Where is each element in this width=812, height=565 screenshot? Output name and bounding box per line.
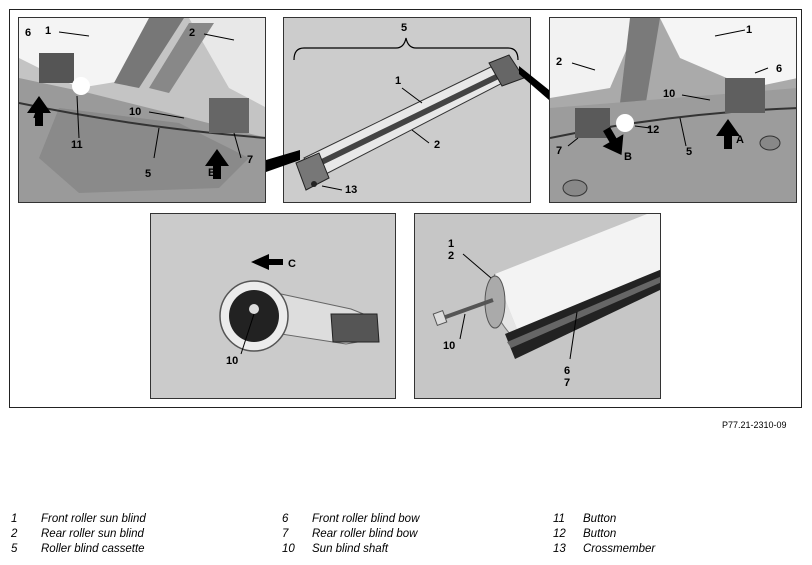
label-a: A <box>33 109 41 121</box>
label-10: 10 <box>443 340 456 352</box>
label-b: B <box>624 151 632 163</box>
label-10: 10 <box>129 106 142 118</box>
label-7: 7 <box>247 154 254 166</box>
top-middle-illustration <box>284 18 530 202</box>
label-5: 5 <box>145 168 152 180</box>
label-2: 2 <box>556 56 563 68</box>
top-right-illustration <box>550 18 796 202</box>
label-7: 7 <box>564 377 571 389</box>
label-a: A <box>736 134 744 146</box>
label-1: 1 <box>746 24 753 36</box>
label-1: 1 <box>448 238 455 250</box>
panel-top-right: 1 2 6 10 12 A 7 B 5 <box>549 17 797 203</box>
panel-bottom-left: C 10 <box>150 213 396 399</box>
panel-top-left: 6 1 2 A 10 11 5 B 7 <box>18 17 266 203</box>
label-10: 10 <box>663 88 676 100</box>
label-11: 11 <box>71 139 83 151</box>
bottom-left-illustration <box>151 214 395 398</box>
label-2: 2 <box>189 27 196 39</box>
label-5: 5 <box>401 22 408 34</box>
label-2: 2 <box>448 250 455 262</box>
label-10: 10 <box>226 355 239 367</box>
label-c: C <box>288 258 296 270</box>
label-13: 13 <box>345 184 358 196</box>
figure-code: P77.21-2310-09 <box>722 420 787 430</box>
label-5: 5 <box>686 146 693 158</box>
panel-top-middle: 5 1 2 13 <box>283 17 531 203</box>
panel-bottom-right: 1 2 10 6 7 <box>414 213 661 399</box>
label-12: 12 <box>647 124 660 136</box>
top-left-illustration <box>19 18 265 202</box>
label-6: 6 <box>25 27 32 39</box>
label-b: B <box>208 167 216 179</box>
label-1: 1 <box>395 75 402 87</box>
label-6: 6 <box>776 63 783 75</box>
label-1: 1 <box>45 25 52 37</box>
bottom-right-illustration <box>415 214 660 398</box>
label-6: 6 <box>564 365 571 377</box>
label-7: 7 <box>556 145 563 157</box>
label-2: 2 <box>434 139 441 151</box>
